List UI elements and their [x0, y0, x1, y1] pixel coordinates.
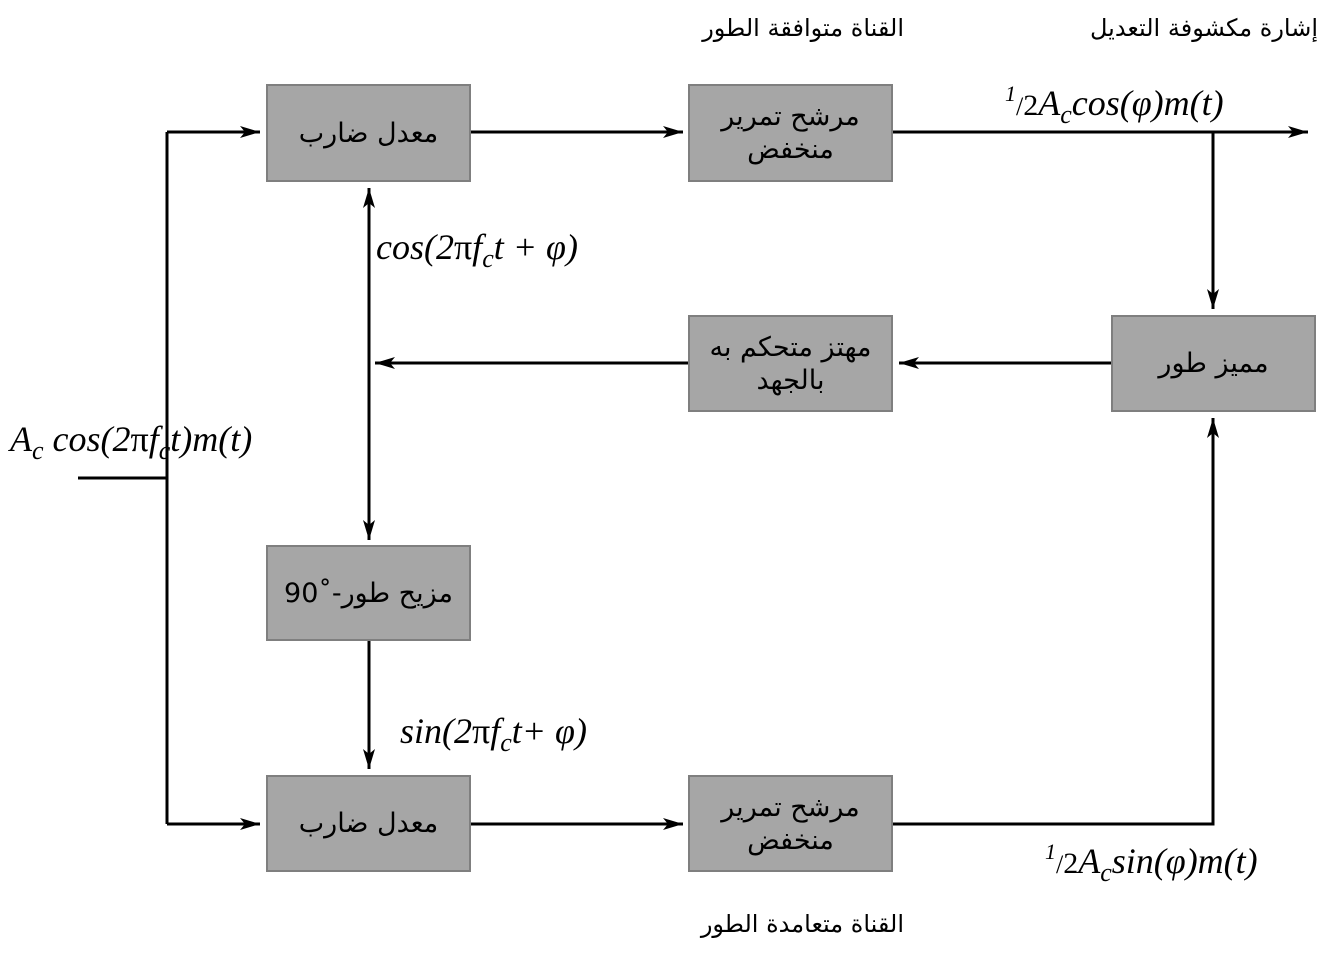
demodulated-signal-label: إشارة مكشوفة التعديل [1089, 14, 1318, 42]
multiplier-top-block: معدل ضارب [266, 84, 471, 182]
carrier-cos-label: cos(2πfct + φ) [376, 227, 578, 273]
carrier-sin-label: sin(2πfct+ φ) [400, 711, 587, 757]
quadrature-channel-label: القناة متعامدة الطور [700, 910, 904, 938]
input-signal-label: Ac cos(2πfct)m(t) [10, 419, 253, 465]
vco-block: مهتز متحكم به بالجهد [688, 315, 893, 412]
phase-shifter-angle: 90˚ [284, 577, 332, 609]
low-pass-filter-bottom-block: مرشح تمرير منخفض [688, 775, 893, 872]
output-top-label: 1/2Accos(φ)m(t) [1005, 81, 1224, 129]
output-bottom-label: 1/2Acsin(φ)m(t) [1045, 839, 1258, 887]
low-pass-filter-top-block: مرشح تمرير منخفض [688, 84, 893, 182]
phase-shifter-block: مزيح طور-90˚ [266, 545, 471, 641]
in-phase-channel-label: القناة متوافقة الطور [702, 14, 904, 42]
phase-detector-block: مميز طور [1111, 315, 1316, 412]
arrow-to-phase-detector-bottom [893, 418, 1219, 826]
multiplier-bottom-block: معدل ضارب [266, 775, 471, 872]
phase-shifter-text: مزيح طور- [331, 577, 453, 609]
